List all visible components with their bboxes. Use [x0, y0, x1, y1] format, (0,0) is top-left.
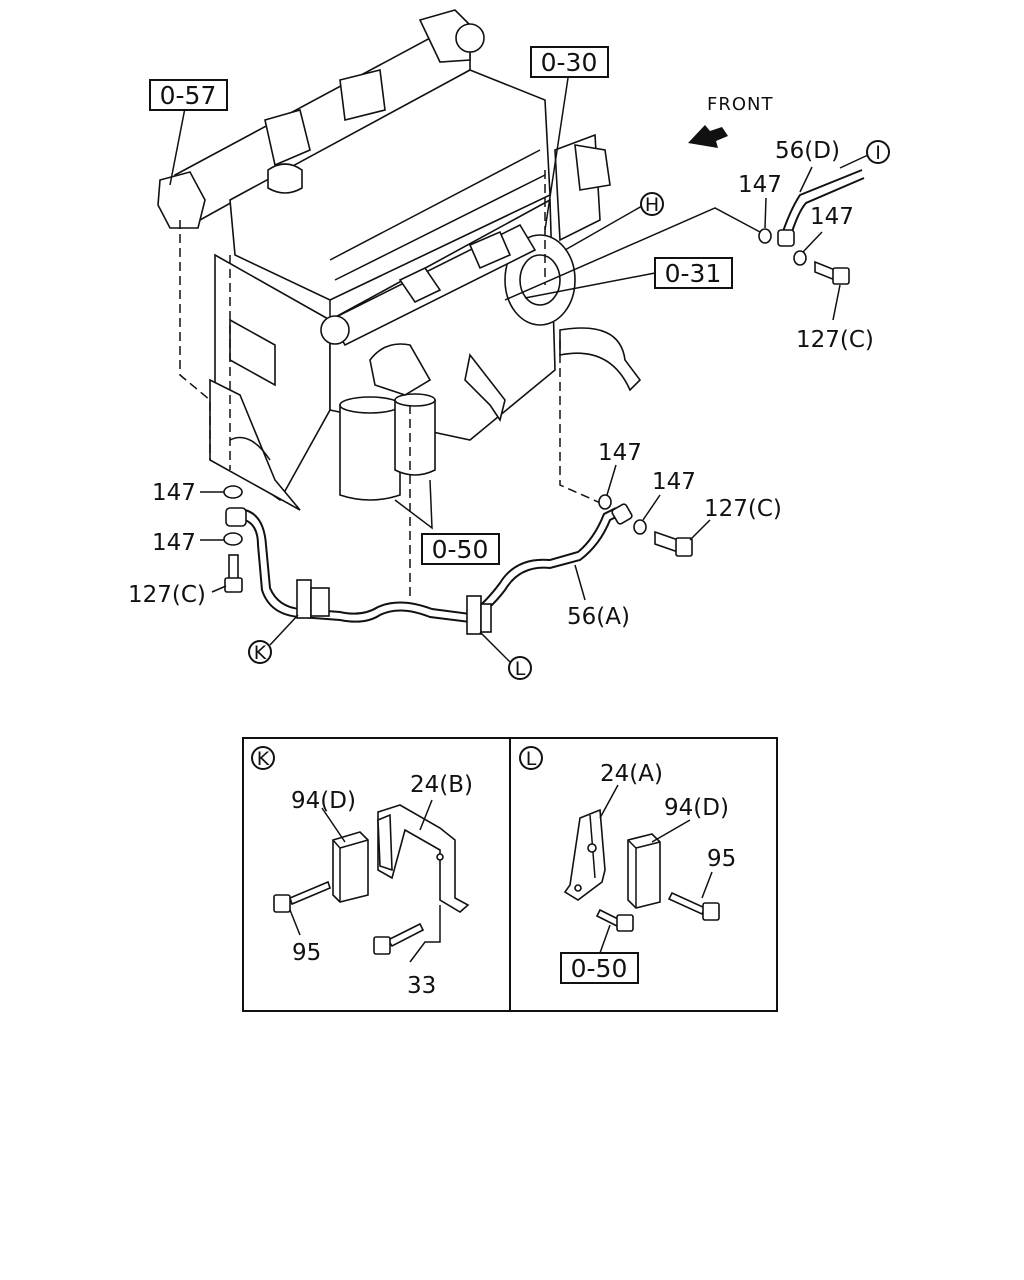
ref-box-0-50: 0-50 [421, 533, 500, 565]
label-56a: 56(A) [567, 604, 630, 630]
label-127c: 127(C) [796, 327, 874, 353]
svg-text:0-30: 0-30 [541, 48, 598, 77]
fasteners-mid-right [598, 494, 693, 557]
callout-i: I [866, 140, 890, 164]
ref-box-0-31: 0-31 [654, 257, 733, 289]
pipe-56a [225, 503, 633, 635]
svg-text:K: K [257, 748, 270, 770]
label-95: 95 [707, 846, 736, 872]
fasteners-top-right [758, 228, 850, 285]
callout-h: H [640, 192, 664, 216]
pipe-56d [504, 169, 865, 301]
engine-illustration [157, 9, 642, 511]
label-94d: 94(D) [291, 788, 356, 814]
ref-box-0-57: 0-57 [149, 79, 228, 111]
label-95: 95 [292, 940, 321, 966]
label-147: 147 [598, 440, 642, 466]
label-147: 147 [152, 530, 196, 556]
front-arrow: FRONT [688, 94, 774, 148]
label-94d: 94(D) [664, 795, 729, 821]
fasteners-left [223, 485, 243, 593]
label-147: 147 [652, 469, 696, 495]
svg-text:I: I [875, 142, 881, 164]
svg-text:L: L [515, 658, 526, 680]
ref-box-0-50-detail: 0-50 [560, 952, 639, 984]
leader-lines [169, 77, 869, 663]
svg-text:0-31: 0-31 [665, 259, 722, 288]
callout-l: L [508, 656, 532, 680]
front-label: FRONT [707, 94, 774, 115]
detail-panels [242, 737, 778, 1012]
svg-text:0-50: 0-50 [571, 954, 628, 983]
label-24a: 24(A) [600, 761, 663, 787]
callout-k: K [248, 640, 272, 664]
label-33: 33 [407, 973, 436, 999]
svg-text:0-57: 0-57 [160, 81, 217, 110]
svg-text:0-50: 0-50 [432, 535, 489, 564]
label-56d: 56(D) [775, 138, 840, 164]
svg-text:L: L [526, 748, 537, 770]
label-127c: 127(C) [704, 496, 782, 522]
label-147: 147 [810, 204, 854, 230]
svg-text:K: K [254, 642, 267, 664]
label-147: 147 [152, 480, 196, 506]
detail-k: K 94(D) 24(B) 95 33 [251, 746, 473, 999]
part-labels: 56(D) 147 147 127(C) 147 147 127(C) 56(A… [128, 138, 874, 630]
detail-l: L 24(A) 94(D) 95 0-50 [519, 746, 736, 984]
label-24b: 24(B) [410, 772, 473, 798]
svg-text:H: H [645, 194, 659, 216]
ref-box-0-30: 0-30 [530, 46, 609, 78]
label-147: 147 [738, 172, 782, 198]
label-127c: 127(C) [128, 582, 206, 608]
